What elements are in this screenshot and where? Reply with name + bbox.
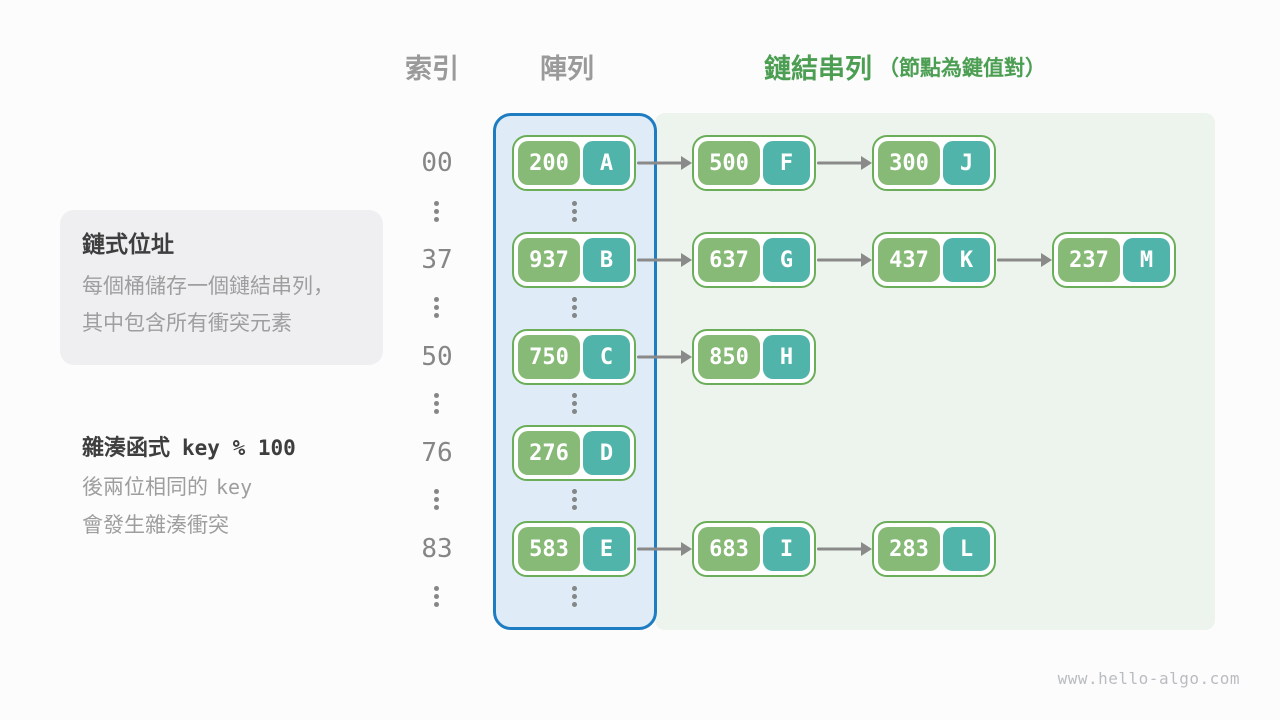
index-column-header: 索引: [405, 54, 459, 84]
arrow-right-icon: [816, 521, 872, 577]
hash-note-line2: 會發生雜湊衝突: [82, 514, 229, 537]
key-cell: 850: [698, 335, 760, 379]
index-label: 37: [421, 245, 453, 275]
arrow-right-icon: [816, 232, 872, 288]
key-cell: 750: [518, 335, 580, 379]
value-cell: H: [763, 335, 810, 379]
bucket-node: 937 B: [512, 232, 636, 288]
list-node: 850 H: [692, 329, 816, 385]
linked-list-header-note: （節點為鍵值對）: [878, 57, 1046, 80]
chaining-note-title: 鏈式位址: [82, 231, 174, 257]
ellipsis-dots: [572, 297, 577, 318]
index-label: 00: [421, 148, 453, 178]
hash-row: 583 E 683 I 283 L: [512, 521, 996, 577]
linked-list-header-title: 鏈結串列: [764, 54, 872, 84]
key-cell: 300: [878, 141, 940, 185]
arrow-right-icon: [996, 232, 1052, 288]
list-node: 237 M: [1052, 232, 1176, 288]
value-cell: J: [943, 141, 990, 185]
key-cell: 276: [518, 431, 580, 475]
value-cell: E: [583, 527, 630, 571]
value-cell: G: [763, 238, 810, 282]
website-watermark: www.hello-algo.com: [1057, 669, 1240, 688]
hash-row: 937 B 637 G 437 K 237 M: [512, 232, 1176, 288]
list-node: 500 F: [692, 135, 816, 191]
arrow-right-icon: [636, 521, 692, 577]
value-cell: I: [763, 527, 810, 571]
key-cell: 500: [698, 141, 760, 185]
value-cell: M: [1123, 238, 1170, 282]
key-cell: 637: [698, 238, 760, 282]
value-cell: B: [583, 238, 630, 282]
list-node: 300 J: [872, 135, 996, 191]
bucket-node: 200 A: [512, 135, 636, 191]
arrow-right-icon: [636, 135, 692, 191]
chaining-note-body: 每個桶儲存一個鏈結串列， 其中包含所有衝突元素: [82, 268, 361, 342]
key-cell: 937: [518, 238, 580, 282]
hash-row: 200 A 500 F 300 J: [512, 135, 996, 191]
hash-function-formula: key % 100: [182, 436, 296, 460]
key-cell: 683: [698, 527, 760, 571]
bucket-node: 276 D: [512, 425, 636, 481]
index-label: 83: [421, 534, 453, 564]
hash-function-label: 雜湊函式: [82, 435, 171, 460]
index-label: 50: [421, 342, 453, 372]
list-node: 683 I: [692, 521, 816, 577]
key-cell: 583: [518, 527, 580, 571]
ellipsis-dots: [434, 393, 439, 414]
arrow-right-icon: [636, 232, 692, 288]
list-node: 637 G: [692, 232, 816, 288]
ellipsis-dots: [572, 393, 577, 414]
hash-row: 276 D: [512, 425, 636, 481]
hash-function-title: 雜湊函式 key % 100: [82, 434, 296, 462]
key-cell: 237: [1058, 238, 1120, 282]
value-cell: F: [763, 141, 810, 185]
hash-row: 750 C 850 H: [512, 329, 816, 385]
ellipsis-dots: [572, 489, 577, 510]
key-cell: 437: [878, 238, 940, 282]
key-cell: 283: [878, 527, 940, 571]
ellipsis-dots: [434, 297, 439, 318]
ellipsis-dots: [434, 201, 439, 222]
key-cell: 200: [518, 141, 580, 185]
list-node: 283 L: [872, 521, 996, 577]
arrow-right-icon: [636, 329, 692, 385]
value-cell: K: [943, 238, 990, 282]
index-label: 76: [421, 438, 453, 468]
chaining-note-line2: 其中包含所有衝突元素: [82, 312, 292, 335]
list-node: 437 K: [872, 232, 996, 288]
ellipsis-dots: [434, 489, 439, 510]
linked-list-header: 鏈結串列 （節點為鍵值對）: [764, 52, 1046, 86]
value-cell: A: [583, 141, 630, 185]
ellipsis-dots: [572, 586, 577, 607]
hash-note-line1: 後兩位相同的 key: [82, 475, 253, 499]
value-cell: C: [583, 335, 630, 379]
value-cell: L: [943, 527, 990, 571]
arrow-right-icon: [816, 135, 872, 191]
chaining-note-box: 鏈式位址 每個桶儲存一個鏈結串列， 其中包含所有衝突元素: [60, 210, 383, 365]
value-cell: D: [583, 431, 630, 475]
bucket-node: 750 C: [512, 329, 636, 385]
chaining-note-line1: 每個桶儲存一個鏈結串列，: [82, 275, 334, 298]
ellipsis-dots: [572, 201, 577, 222]
bucket-node: 583 E: [512, 521, 636, 577]
hash-function-note: 雜湊函式 key % 100 後兩位相同的 key 會發生雜湊衝突: [82, 434, 296, 539]
ellipsis-dots: [434, 586, 439, 607]
array-column-header: 陣列: [540, 54, 594, 84]
